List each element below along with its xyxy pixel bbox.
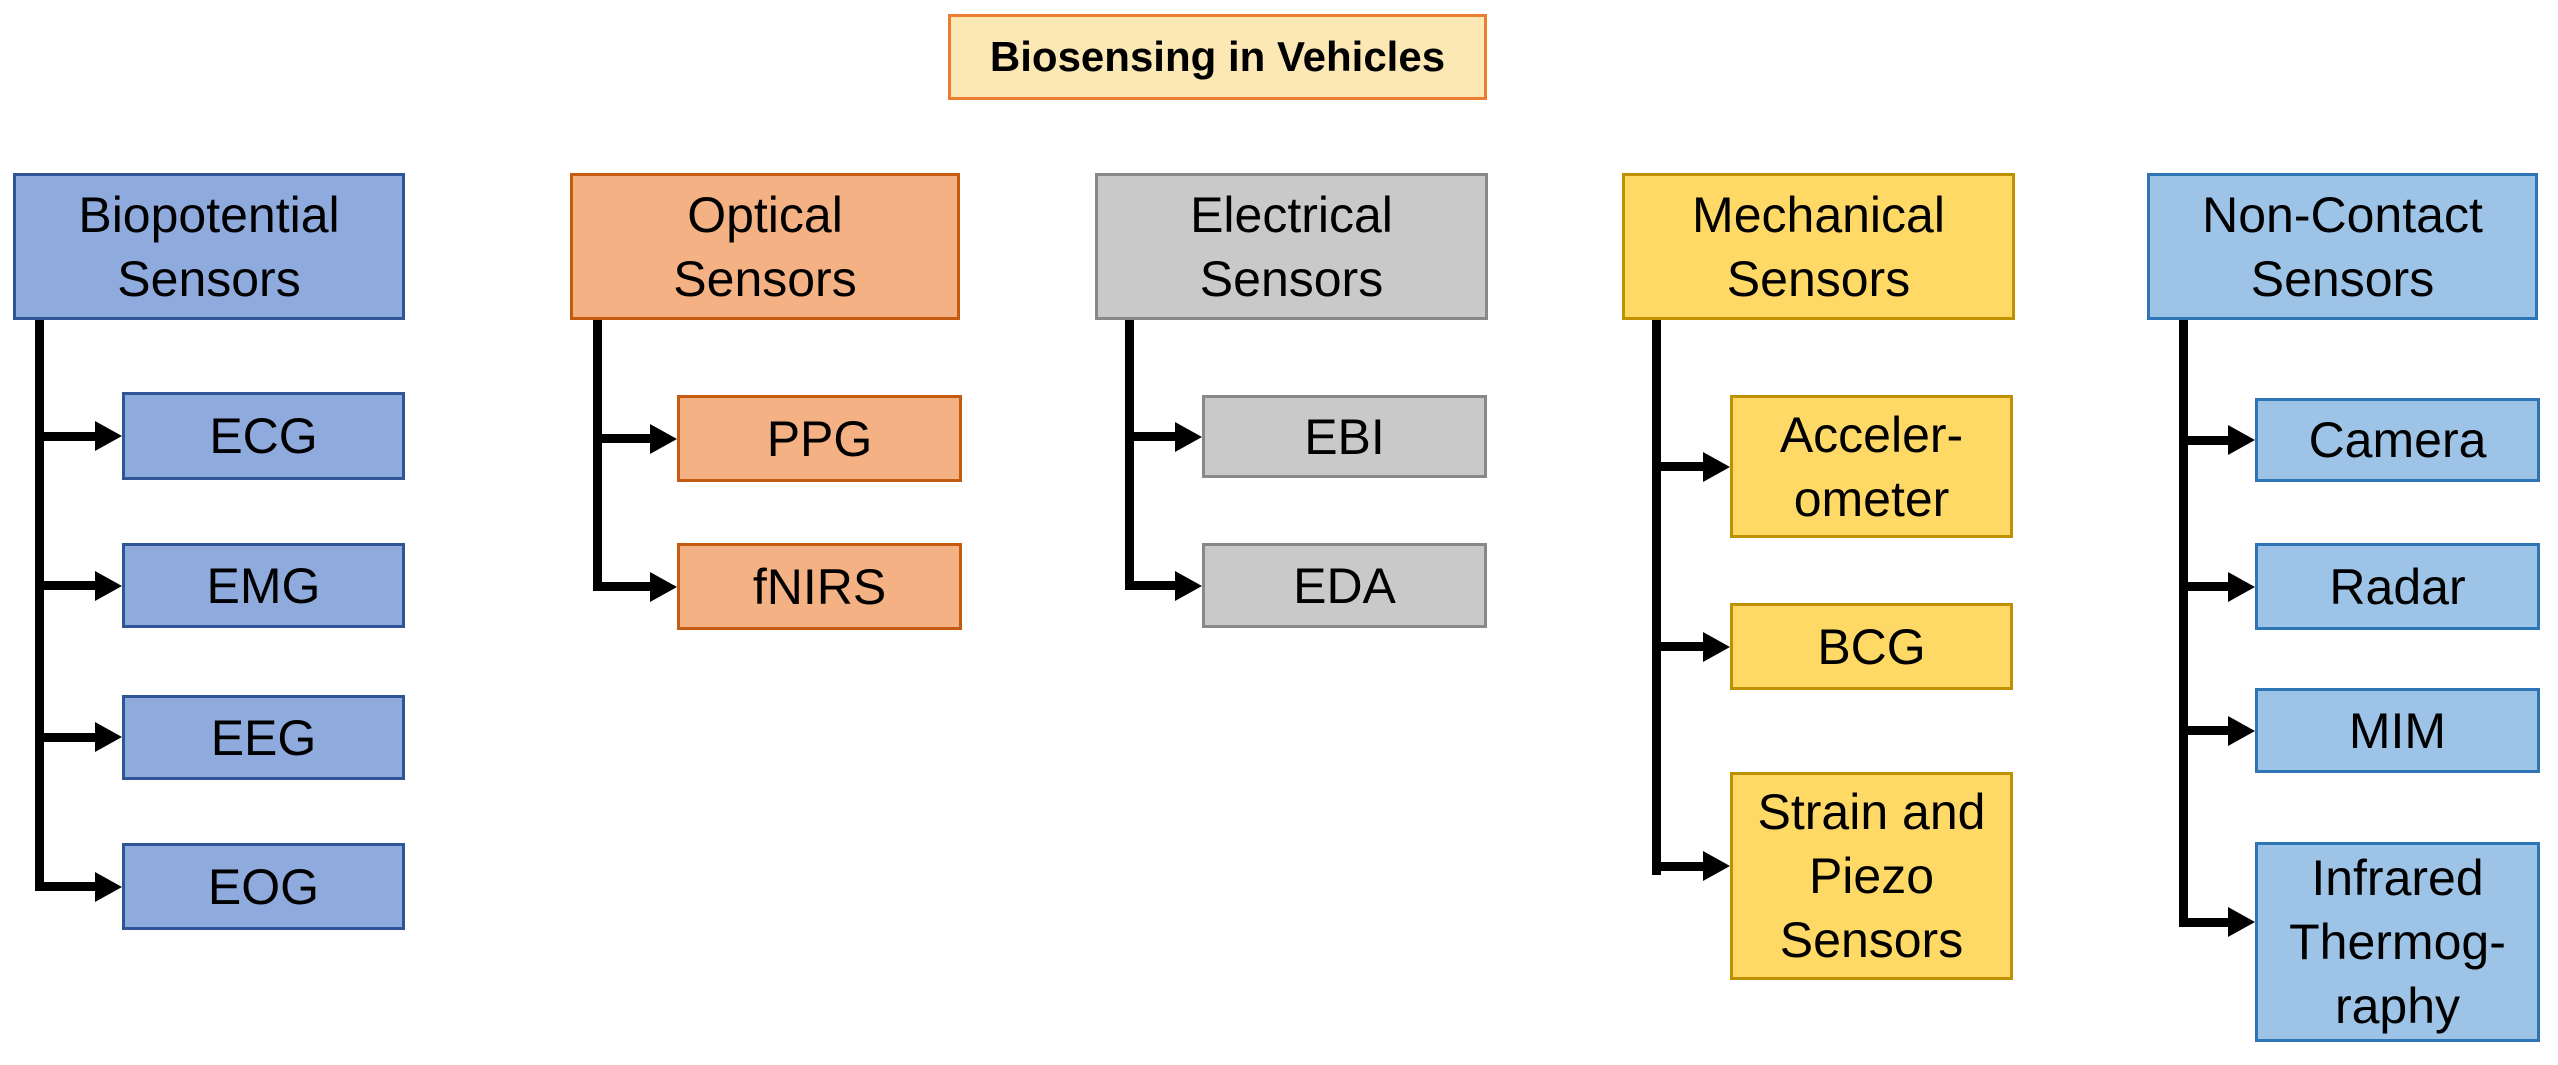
connector-branch-ebi: [1129, 432, 1175, 441]
node-radar: Radar: [2255, 543, 2540, 630]
arrow-right-icon: [95, 872, 122, 902]
connector-branch-eog: [39, 882, 95, 891]
connector-branch-ppg: [597, 434, 650, 443]
category-mechanical-sensors: Mechanical Sensors: [1622, 173, 2015, 320]
arrow-right-icon: [1703, 632, 1730, 662]
arrow-right-icon: [2228, 716, 2255, 746]
node-emg: EMG: [122, 543, 405, 628]
connector-branch-fnirs: [597, 582, 650, 591]
connector-branch-eda: [1129, 581, 1175, 590]
category-electrical-sensors: Electrical Sensors: [1095, 173, 1488, 320]
arrow-right-icon: [1175, 422, 1202, 452]
connector-branch-emg: [39, 581, 95, 590]
connector-branch-mim: [2183, 726, 2228, 735]
arrow-right-icon: [650, 572, 677, 602]
arrow-right-icon: [1175, 571, 1202, 601]
arrow-right-icon: [1703, 851, 1730, 881]
arrow-right-icon: [95, 722, 122, 752]
node-accelerometer: Acceler- ometer: [1730, 395, 2013, 538]
node-camera: Camera: [2255, 398, 2540, 482]
arrow-right-icon: [1703, 452, 1730, 482]
connector-branch-ecg: [39, 432, 95, 441]
node-ebi: EBI: [1202, 395, 1487, 478]
connector-branch-eeg: [39, 733, 95, 742]
node-fnirs: fNIRS: [677, 543, 962, 630]
category-non-contact-sensors: Non-Contact Sensors: [2147, 173, 2538, 320]
connector-branch-radar: [2183, 582, 2228, 591]
node-ppg: PPG: [677, 395, 962, 482]
connector-branch-infrared-thermography: [2183, 918, 2228, 927]
arrow-right-icon: [2228, 572, 2255, 602]
connector-branch-accelerometer: [1656, 462, 1703, 471]
node-eeg: EEG: [122, 695, 405, 780]
node-bcg: BCG: [1730, 603, 2013, 690]
connector-trunk-biopotential: [35, 320, 44, 891]
diagram-title: Biosensing in Vehicles: [948, 14, 1487, 100]
node-eda: EDA: [1202, 543, 1487, 628]
node-strain-piezo-sensors: Strain and Piezo Sensors: [1730, 772, 2013, 980]
arrow-right-icon: [95, 421, 122, 451]
arrow-right-icon: [2228, 425, 2255, 455]
arrow-right-icon: [95, 571, 122, 601]
connector-branch-camera: [2183, 436, 2228, 445]
connector-trunk-electrical: [1125, 320, 1134, 590]
connector-branch-strain-piezo: [1656, 862, 1703, 871]
node-eog: EOG: [122, 843, 405, 930]
node-ecg: ECG: [122, 392, 405, 480]
node-infrared-thermography: Infrared Thermog- raphy: [2255, 842, 2540, 1042]
arrow-right-icon: [2228, 907, 2255, 937]
arrow-right-icon: [650, 424, 677, 454]
connector-trunk-non-contact: [2179, 320, 2188, 927]
connector-branch-bcg: [1656, 642, 1703, 651]
connector-trunk-mechanical: [1652, 320, 1661, 875]
category-biopotential-sensors: Biopotential Sensors: [13, 173, 405, 320]
connector-trunk-optical: [593, 320, 602, 591]
node-mim: MIM: [2255, 688, 2540, 773]
category-optical-sensors: Optical Sensors: [570, 173, 960, 320]
